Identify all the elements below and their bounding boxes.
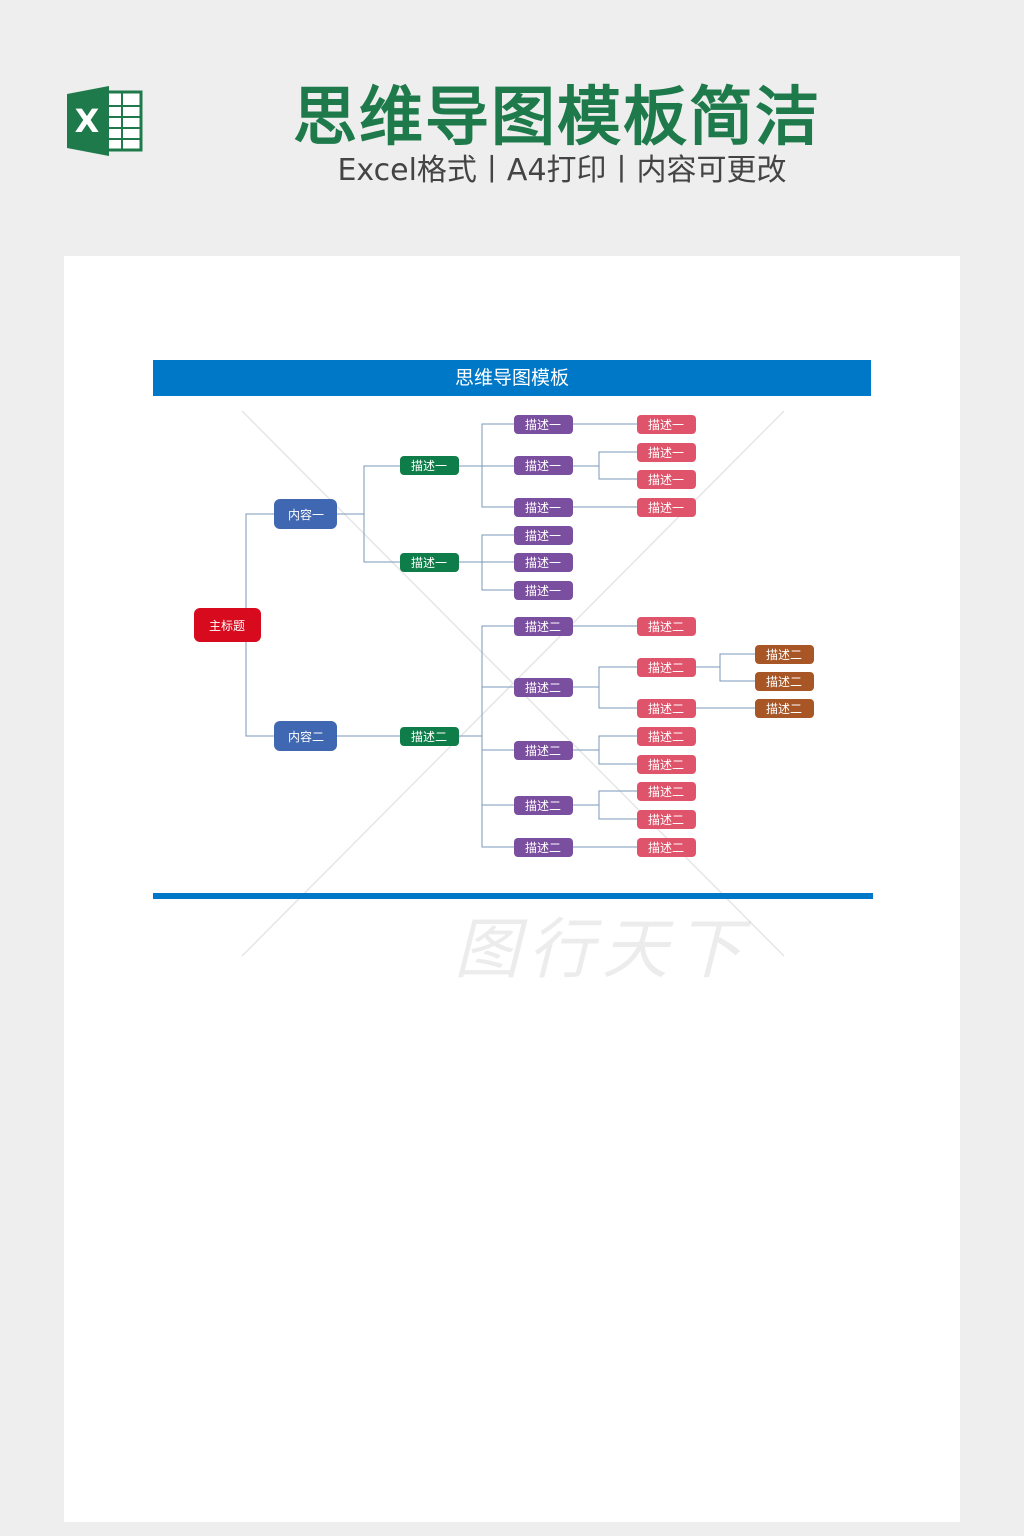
level3-node-label: 描述一 — [525, 459, 561, 473]
level2-node[interactable] — [400, 727, 459, 746]
level3-node-label: 描述二 — [525, 841, 561, 855]
level5-node[interactable] — [755, 699, 814, 718]
level4-node[interactable] — [637, 810, 696, 829]
level4-node-label: 描述一 — [648, 446, 684, 460]
mindmap: 主标题 内容一 内容二 描述一 描述一 描述二 描述一 描述一 描述一 描述一 … — [194, 410, 814, 957]
connector-line — [696, 653, 755, 668]
content-node-label: 内容一 — [288, 507, 324, 522]
connector-line — [481, 562, 514, 591]
connector-line — [598, 466, 637, 480]
level3-node[interactable] — [514, 553, 573, 572]
connector-line — [245, 625, 274, 737]
excel-logo-letter: X — [75, 102, 100, 140]
level4-node-label: 描述二 — [648, 785, 684, 799]
connector-line — [459, 625, 514, 737]
level4-node[interactable] — [637, 498, 696, 517]
level3-node[interactable] — [514, 498, 573, 517]
connector-line — [459, 534, 514, 563]
level4-node[interactable] — [637, 699, 696, 718]
level2-node-label: 描述一 — [411, 556, 447, 570]
content-node-label: 内容二 — [288, 729, 324, 744]
connector-line — [481, 736, 514, 848]
connector-line — [598, 687, 637, 709]
connector-line — [598, 805, 637, 820]
level4-node[interactable] — [637, 443, 696, 462]
level4-node-label: 描述二 — [648, 620, 684, 634]
level3-node-label: 描述二 — [525, 744, 561, 758]
connector-line — [481, 466, 514, 508]
connector-line — [337, 465, 400, 515]
root-node-label: 主标题 — [209, 619, 245, 633]
level3-node[interactable] — [514, 838, 573, 857]
connector-line — [459, 423, 514, 467]
level5-node-label: 描述二 — [766, 675, 802, 689]
level3-node[interactable] — [514, 526, 573, 545]
root-node[interactable] — [194, 608, 261, 642]
level4-node[interactable] — [637, 658, 696, 677]
content-node[interactable] — [274, 721, 337, 751]
level2-node[interactable] — [400, 456, 459, 475]
excel-icon: X — [67, 86, 143, 156]
level4-node[interactable] — [637, 617, 696, 636]
bottom-rule — [153, 893, 873, 899]
level3-node[interactable] — [514, 741, 573, 760]
level4-node[interactable] — [637, 755, 696, 774]
level5-node-label: 描述二 — [766, 702, 802, 716]
content-node[interactable] — [274, 499, 337, 529]
level5-node-label: 描述二 — [766, 648, 802, 662]
level3-node[interactable] — [514, 617, 573, 636]
level3-node-label: 描述二 — [525, 620, 561, 634]
level3-node-label: 描述二 — [525, 681, 561, 695]
sheet-banner: 思维导图模板 — [153, 360, 871, 396]
level2-node-label: 描述二 — [411, 730, 447, 744]
level3-node[interactable] — [514, 581, 573, 600]
level5-node[interactable] — [755, 645, 814, 664]
level4-node[interactable] — [637, 838, 696, 857]
level3-node-label: 描述二 — [525, 799, 561, 813]
level3-node-label: 描述一 — [525, 556, 561, 570]
level3-node-label: 描述一 — [525, 584, 561, 598]
level4-node[interactable] — [637, 415, 696, 434]
watermark: 图行天下 — [454, 911, 750, 988]
connector-line — [719, 667, 755, 682]
page-subtitle: Excel格式丨A4打印丨内容可更改 — [337, 153, 787, 188]
level3-node-label: 描述一 — [525, 501, 561, 515]
level3-node-label: 描述一 — [525, 529, 561, 543]
level4-node-label: 描述一 — [648, 501, 684, 515]
level2-node-label: 描述一 — [411, 459, 447, 473]
level4-node-label: 描述一 — [648, 473, 684, 487]
level4-node-label: 描述二 — [648, 730, 684, 744]
level3-node-label: 描述一 — [525, 418, 561, 432]
level4-node[interactable] — [637, 470, 696, 489]
connector-line — [573, 735, 637, 751]
level4-node-label: 描述一 — [648, 418, 684, 432]
level4-node-label: 描述二 — [648, 841, 684, 855]
level2-node[interactable] — [400, 553, 459, 572]
page-title: 思维导图模板简洁 — [293, 81, 821, 155]
connector-line — [598, 750, 637, 765]
level3-node[interactable] — [514, 456, 573, 475]
connector-line — [573, 451, 637, 467]
level5-node[interactable] — [755, 672, 814, 691]
level3-node[interactable] — [514, 415, 573, 434]
level4-node[interactable] — [637, 782, 696, 801]
level4-node-label: 描述二 — [648, 702, 684, 716]
level4-node-label: 描述二 — [648, 813, 684, 827]
connector-line — [573, 790, 637, 806]
document-sheet: 思维导图模板 主标题 内容一 内容二 描述一 描述一 描述二 描述一 描述一 描… — [64, 256, 960, 1522]
level4-node-label: 描述二 — [648, 661, 684, 675]
level3-node[interactable] — [514, 796, 573, 815]
connector-line — [363, 514, 400, 563]
level3-node[interactable] — [514, 678, 573, 697]
connector-line — [573, 666, 637, 688]
level4-node-label: 描述二 — [648, 758, 684, 772]
level4-node[interactable] — [637, 727, 696, 746]
